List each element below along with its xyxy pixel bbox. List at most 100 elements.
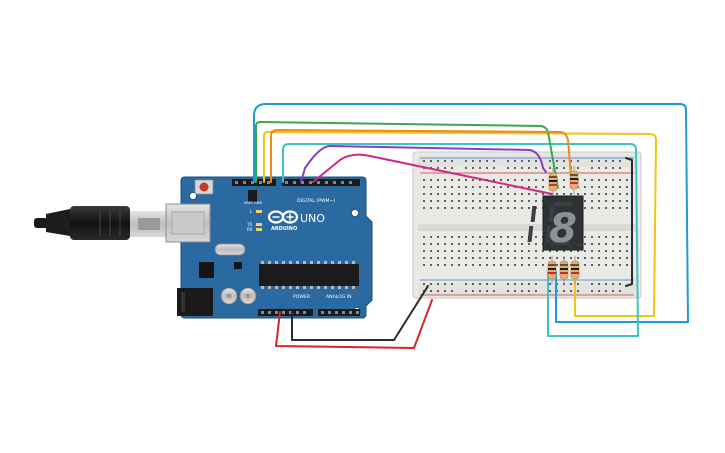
- strip-hole: [500, 257, 502, 259]
- header-pin: [335, 311, 338, 314]
- digital-header-right[interactable]: [282, 179, 360, 186]
- chip-pin: [345, 261, 348, 264]
- chip-pin: [296, 286, 299, 289]
- strip-hole: [500, 207, 502, 209]
- strip-hole: [570, 257, 572, 259]
- strip-hole: [563, 186, 565, 188]
- strip-hole: [535, 186, 537, 188]
- strip-hole: [591, 186, 593, 188]
- wires[interactable]: [253, 103, 689, 349]
- strip-hole: [451, 257, 453, 259]
- analog-header[interactable]: [318, 309, 360, 316]
- segments: [527, 202, 572, 245]
- rail-hole: [486, 283, 488, 285]
- strip-hole: [493, 264, 495, 266]
- strip-hole: [591, 179, 593, 181]
- strip-hole: [549, 257, 551, 259]
- strip-hole: [626, 179, 628, 181]
- strip-hole: [605, 250, 607, 252]
- strip-hole: [423, 236, 425, 238]
- rail-hole: [444, 160, 446, 162]
- strip-hole: [612, 193, 614, 195]
- strip-hole: [535, 250, 537, 252]
- strip-hole: [479, 236, 481, 238]
- strip-hole: [479, 207, 481, 209]
- strip-hole: [507, 193, 509, 195]
- rail-hole: [619, 167, 621, 169]
- header-pin: [333, 181, 336, 184]
- strip-hole: [423, 193, 425, 195]
- strip-hole: [451, 236, 453, 238]
- header-pin: [296, 311, 299, 314]
- rail-hole: [535, 167, 537, 169]
- strip-hole: [507, 243, 509, 245]
- strip-hole: [619, 200, 621, 202]
- strip-hole: [451, 243, 453, 245]
- strip-hole: [430, 243, 432, 245]
- strip-hole: [493, 243, 495, 245]
- strip-hole: [612, 243, 614, 245]
- strip-hole: [507, 179, 509, 181]
- rail-hole: [486, 167, 488, 169]
- chip-pin: [261, 261, 264, 264]
- strip-hole: [570, 193, 572, 195]
- strip-hole: [584, 186, 586, 188]
- strip-hole: [507, 250, 509, 252]
- rail-hole: [423, 160, 425, 162]
- strip-hole: [465, 186, 467, 188]
- chip-pin: [296, 261, 299, 264]
- strip-hole: [472, 207, 474, 209]
- breadboard[interactable]: [412, 151, 642, 299]
- strip-hole: [605, 243, 607, 245]
- strip-hole: [542, 186, 544, 188]
- strip-hole: [570, 250, 572, 252]
- chip-pin: [324, 261, 327, 264]
- strip-hole: [493, 236, 495, 238]
- rail-hole: [521, 160, 523, 162]
- strip-hole: [437, 186, 439, 188]
- rail-hole: [437, 290, 439, 292]
- chip-pin: [331, 261, 334, 264]
- strip-hole: [563, 179, 565, 181]
- strip-hole: [479, 264, 481, 266]
- usb-cable[interactable]: [34, 206, 166, 240]
- header-pin: [349, 311, 352, 314]
- strip-hole: [584, 264, 586, 266]
- wire-black-gnd: [625, 157, 633, 287]
- strip-hole: [535, 179, 537, 181]
- resistor: [547, 256, 557, 284]
- rail-hole: [465, 167, 467, 169]
- chip-pin: [303, 286, 306, 289]
- strip-hole: [437, 264, 439, 266]
- led-tx-label: TX: [246, 222, 252, 227]
- strip-hole: [472, 243, 474, 245]
- strip-hole: [598, 257, 600, 259]
- chip-pin: [345, 286, 348, 289]
- strip-hole: [430, 179, 432, 181]
- rail-hole: [612, 167, 614, 169]
- strip-hole: [472, 264, 474, 266]
- rail-hole: [486, 160, 488, 162]
- strip-hole: [451, 179, 453, 181]
- power-header[interactable]: [258, 309, 313, 316]
- strip-hole: [486, 264, 488, 266]
- wire-yellow: [263, 131, 657, 317]
- board-brand: ARDUINO: [271, 226, 297, 232]
- header-pin: [251, 181, 254, 184]
- rail-hole: [507, 290, 509, 292]
- strip-hole: [619, 179, 621, 181]
- seven-segment-display[interactable]: 8: [527, 195, 584, 252]
- rail-hole: [598, 167, 600, 169]
- strip-hole: [605, 236, 607, 238]
- strip-hole: [500, 243, 502, 245]
- strip-hole: [535, 200, 537, 202]
- arduino-uno[interactable]: L TX RX UNO ARDUINO DIGITAL (PWM~) GND A…: [165, 176, 373, 319]
- reset-button[interactable]: [194, 179, 214, 195]
- display-digit: 8: [549, 206, 577, 252]
- strip-hole: [521, 250, 523, 252]
- strip-hole: [507, 186, 509, 188]
- strip-hole: [493, 250, 495, 252]
- strip-hole: [626, 200, 628, 202]
- strip-hole: [591, 200, 593, 202]
- strip-hole: [584, 236, 586, 238]
